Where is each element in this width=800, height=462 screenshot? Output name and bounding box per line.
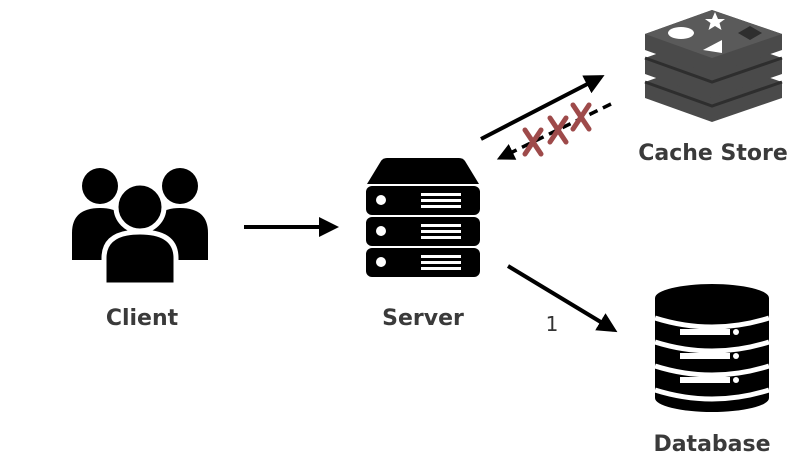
cache-store-icon <box>644 10 783 122</box>
database-label: Database <box>653 432 770 457</box>
cross-mark-2 <box>547 115 569 145</box>
cross-marks <box>522 102 592 157</box>
server-icon <box>366 158 480 277</box>
server-label: Server <box>382 306 464 331</box>
arrow-server-to-cache <box>480 75 605 141</box>
database-icon <box>654 284 770 412</box>
client-label: Client <box>106 306 179 331</box>
edge-label-server-to-database: 1 <box>546 312 559 336</box>
cache-store-label: Cache Store <box>638 141 788 166</box>
arrow-server-to-database <box>506 264 618 333</box>
cross-mark-3 <box>570 102 592 132</box>
cross-mark-1 <box>522 127 544 157</box>
client-icon <box>72 168 208 288</box>
